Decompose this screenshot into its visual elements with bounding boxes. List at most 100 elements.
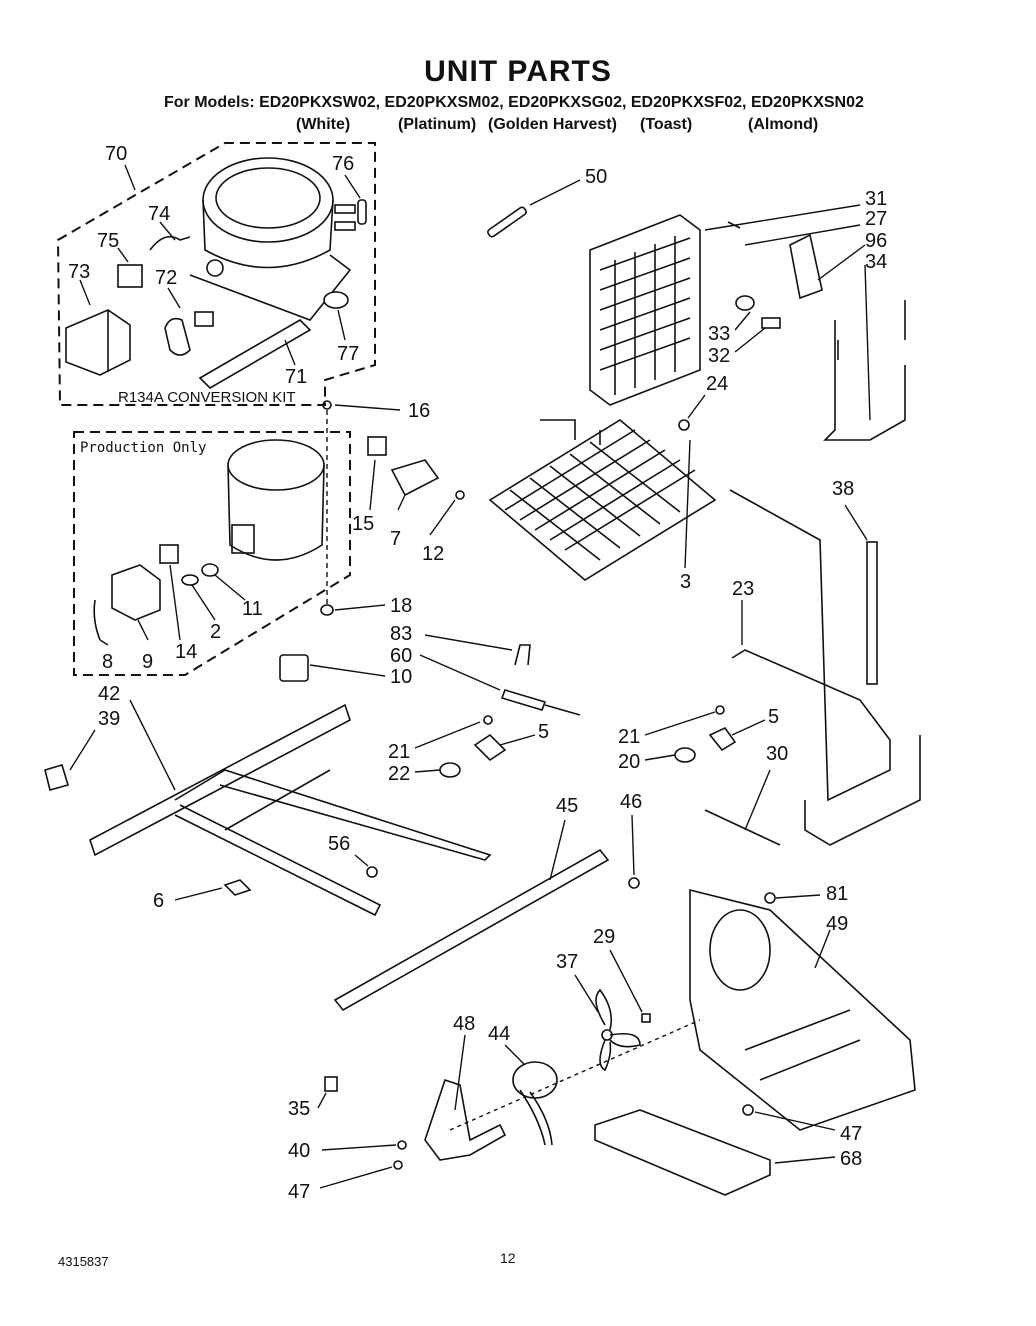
part-16-bolt: [322, 400, 332, 410]
model-code-golden-harvest: ED20PKXSG02,: [508, 94, 627, 111]
document-number: 4315837: [58, 1254, 109, 1269]
part-96-bracket: [789, 233, 823, 300]
label-part-83: 83: [390, 623, 412, 645]
label-part-75: 75: [97, 230, 119, 252]
part-34-terminator: [823, 300, 906, 441]
label-part-81: 81: [826, 883, 848, 905]
part-75-relay: [117, 264, 143, 288]
label-part-77: 77: [337, 343, 359, 365]
part-35-cap: [324, 1076, 338, 1092]
part-60-wire: [544, 704, 581, 716]
production-only-label: Production Only: [80, 440, 206, 456]
part-30-wire: [704, 809, 781, 846]
label-part-5-left: 5: [538, 721, 549, 743]
part-2-washer: [181, 574, 199, 586]
part-45-rail: [333, 848, 610, 1012]
label-part-47-left: 47: [288, 1181, 310, 1203]
label-part-5-right: 5: [768, 706, 779, 728]
part-56-screw: [366, 866, 378, 878]
part-47-screw-right: [742, 1104, 754, 1116]
part-46-screw: [628, 877, 640, 889]
part-23-tube: [729, 489, 891, 802]
part-60-sensor: [500, 689, 547, 711]
part-39-bracket: [44, 764, 70, 791]
part-14-relay: [159, 544, 179, 564]
conversion-kit-label: R134A CONVERSION KIT: [118, 389, 296, 406]
model-color-toast: (Toast): [640, 116, 693, 133]
part-32-clip: [761, 317, 781, 329]
label-part-21-left: 21: [388, 741, 410, 763]
production-only-outline: [73, 431, 351, 676]
label-part-29: 29: [593, 926, 615, 948]
part-23-tube-loop: [804, 735, 921, 846]
part-11-grommet: [201, 563, 219, 577]
label-part-16: 16: [408, 400, 430, 422]
part-15-capacitor: [367, 436, 387, 456]
label-part-2: 2: [210, 621, 221, 643]
label-part-38: 38: [832, 478, 854, 500]
label-part-27: 27: [865, 208, 887, 230]
label-part-22: 22: [388, 763, 410, 785]
part-44-fan-motor: [512, 1061, 558, 1146]
label-part-73: 73: [68, 261, 90, 283]
label-part-60: 60: [390, 645, 412, 667]
model-list: For Models: ED20PKXSW02, ED20PKXSM02, ED…: [164, 94, 864, 112]
model-color-almond: (Almond): [748, 116, 819, 133]
line-motor-axis: [449, 1019, 701, 1131]
part-3-evaporator-grid: [488, 419, 717, 581]
label-part-71: 71: [285, 366, 307, 388]
part-74-wire: [149, 235, 191, 251]
label-part-14: 14: [175, 641, 197, 663]
label-part-68: 68: [840, 1148, 862, 1170]
compressor-production: [227, 439, 325, 561]
label-part-9: 9: [142, 651, 153, 673]
model-color-white: (White): [296, 116, 351, 133]
part-7-relay: [390, 459, 440, 497]
label-part-30: 30: [766, 743, 788, 765]
compressor-kit: [189, 157, 356, 321]
part-9-cover: [111, 564, 161, 621]
part-10-harness-connector: [279, 654, 309, 682]
part-5-clamp-a: [473, 733, 507, 762]
label-part-44: 44: [488, 1023, 510, 1045]
label-part-49: 49: [826, 913, 848, 935]
model-color-golden-harvest: (Golden Harvest): [488, 116, 617, 133]
label-part-24: 24: [706, 373, 728, 395]
label-part-31: 31: [865, 188, 887, 210]
part-37-fan-blade: [595, 988, 641, 1072]
part-42-frame: [89, 703, 492, 917]
part-68-drain-tray: [594, 1109, 771, 1196]
part-33-thermostat: [735, 295, 755, 311]
label-part-6: 6: [153, 890, 164, 912]
part-22-spacer: [439, 762, 461, 778]
part-21-screw-b: [715, 705, 725, 715]
label-part-42: 42: [98, 683, 120, 705]
part-24-screw: [678, 419, 690, 431]
label-part-3: 3: [680, 571, 691, 593]
label-part-96: 96: [865, 230, 887, 252]
part-40-screw: [397, 1140, 407, 1150]
label-part-8: 8: [102, 651, 113, 673]
models-prefix: For Models:: [164, 94, 255, 111]
part-29-nut: [641, 1013, 651, 1023]
model-code-almond: ED20PKXSN02: [750, 94, 864, 111]
part-72-clip: [164, 317, 191, 356]
label-part-32: 32: [708, 345, 730, 367]
part-77-grommet: [323, 291, 349, 309]
part-38-strip: [866, 541, 878, 685]
model-code-platinum: ED20PKXSM02,: [384, 94, 504, 111]
label-part-15: 15: [352, 513, 374, 535]
part-31-evaporator: [589, 214, 701, 406]
label-part-35: 35: [288, 1098, 310, 1120]
label-part-74: 74: [148, 203, 170, 225]
label-part-23: 23: [732, 578, 754, 600]
label-part-48: 48: [453, 1013, 475, 1035]
part-5-clamp-b: [708, 726, 737, 752]
label-part-45: 45: [556, 795, 578, 817]
label-part-7: 7: [390, 528, 401, 550]
label-part-47-right: 47: [840, 1123, 862, 1145]
label-part-11: 11: [242, 598, 263, 620]
label-part-10: 10: [390, 666, 412, 688]
model-color-platinum: (Platinum): [398, 116, 477, 133]
